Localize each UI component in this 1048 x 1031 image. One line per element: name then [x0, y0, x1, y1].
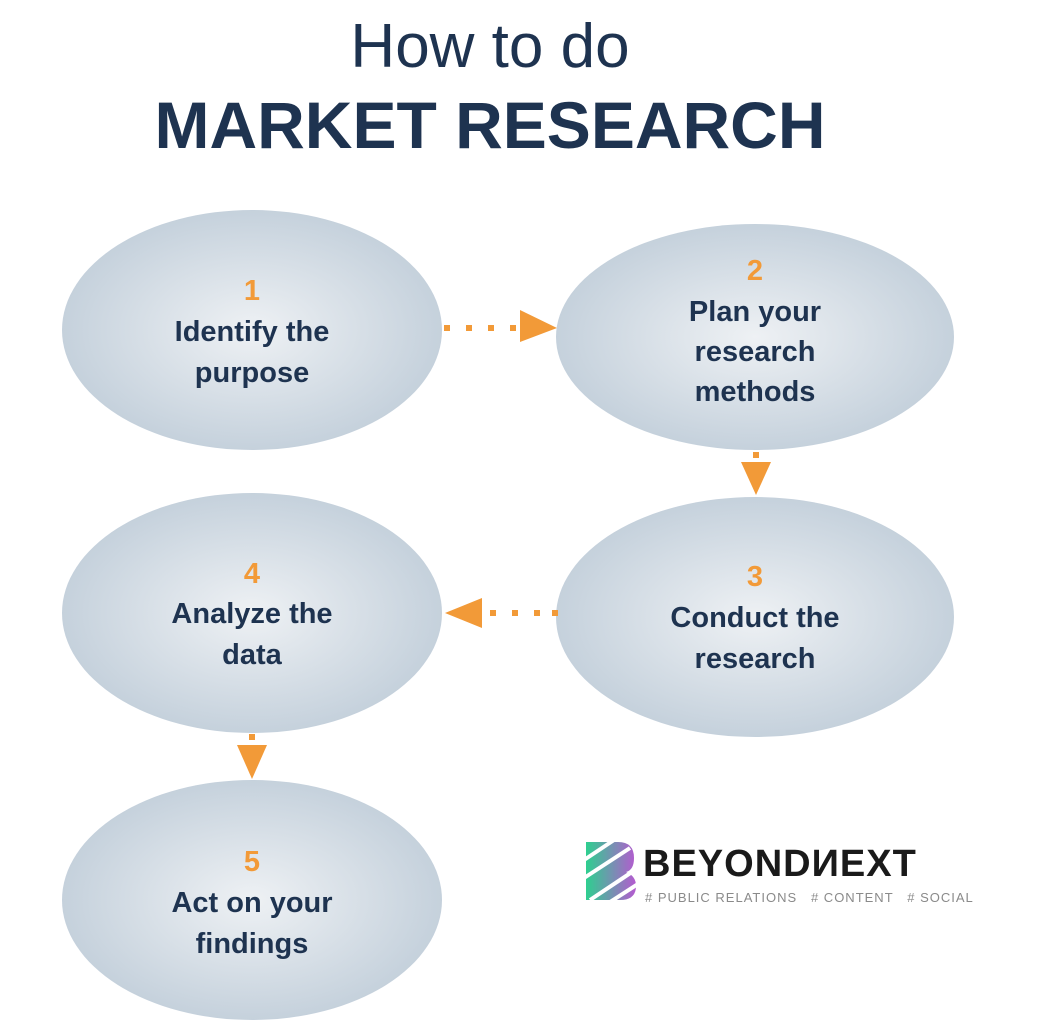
- logo-tagline: # PUBLIC RELATIONS # CONTENT # SOCIAL: [645, 890, 974, 905]
- step-label: methods: [695, 376, 816, 408]
- step-number: 4: [244, 558, 260, 590]
- step-number: 2: [747, 255, 763, 287]
- step-label: research: [695, 336, 816, 368]
- step-2: 2 Plan your research methods: [556, 224, 954, 450]
- logo-mark-icon: [582, 838, 640, 904]
- step-label: Plan your: [689, 296, 821, 328]
- step-label: purpose: [195, 357, 309, 389]
- title-line2: MARKET RESEARCH: [154, 88, 825, 162]
- arrow-down-icon: [741, 452, 771, 495]
- step-number: 3: [747, 561, 763, 593]
- step-label: research: [695, 643, 816, 675]
- step-label: Act on your: [171, 887, 332, 919]
- step-4: 4 Analyze the data: [62, 493, 442, 733]
- step-label: Analyze the: [171, 598, 332, 630]
- step-number: 1: [244, 275, 260, 307]
- step-5: 5 Act on your findings: [62, 780, 442, 1020]
- step-number: 5: [244, 846, 260, 878]
- step-label: Conduct the: [670, 602, 839, 634]
- logo-wordmark: BEYONDИEXT: [643, 843, 917, 885]
- step-label: findings: [196, 928, 309, 960]
- step-label: data: [222, 639, 283, 671]
- arrow-left-icon: [445, 598, 558, 628]
- arrow-down-icon: [237, 734, 267, 779]
- step-1: 1 Identify the purpose: [62, 210, 442, 450]
- title-line1: How to do: [350, 12, 629, 81]
- step-3: 3 Conduct the research: [556, 497, 954, 737]
- arrow-right-icon: [444, 310, 557, 342]
- beyondnext-logo: BEYONDИEXT # PUBLIC RELATIONS # CONTENT …: [582, 838, 974, 905]
- step-label: Identify the: [175, 316, 330, 348]
